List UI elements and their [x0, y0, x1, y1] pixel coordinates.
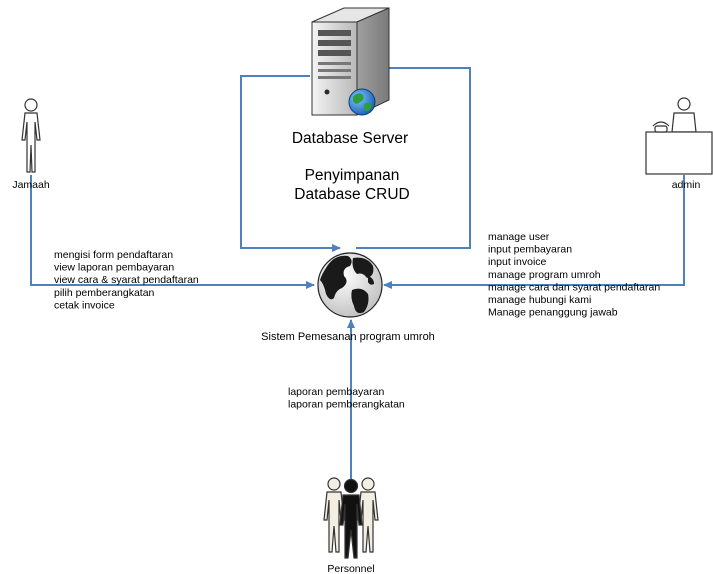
- system-label: Sistem Pemesanan program umroh: [261, 331, 435, 343]
- group-icon: [323, 477, 379, 559]
- admin-desk-icon: [645, 97, 713, 175]
- personnel-flows-item: laporan pemberangkatan: [288, 399, 405, 411]
- jamaah-connector: [30, 175, 315, 289]
- admin-flows-item: manage user: [488, 231, 550, 243]
- admin-flows-item: manage program umroh: [488, 269, 601, 281]
- admin-flows-item: input invoice: [488, 256, 547, 268]
- admin-flows-item: manage hubungi kami: [488, 294, 591, 306]
- admin-label: admin: [672, 179, 701, 191]
- globe-badge-icon: [348, 88, 376, 116]
- admin-connector: [383, 175, 685, 289]
- connectors: [30, 64, 685, 480]
- personnel-flows-item: laporan pembayaran: [288, 386, 384, 398]
- person-icon: [21, 98, 41, 173]
- admin-flows-item: manage cara dan syarat pendaftaran: [488, 281, 660, 293]
- jamaah-label: Jamaah: [12, 179, 50, 191]
- admin-flows-item: Manage penanggung jawab: [488, 307, 618, 319]
- jamaah-flows-item: view laporan pembayaran: [54, 262, 174, 274]
- jamaah-flows-item: pilih pemberangkatan: [54, 287, 155, 299]
- server-to-system-connector: [240, 75, 341, 252]
- jamaah-flows-item: cetak invoice: [54, 299, 115, 311]
- server-title: Database Server: [292, 130, 408, 147]
- personnel-label: Personnel: [327, 563, 374, 574]
- admin-flows-item: input pembayaran: [488, 244, 572, 256]
- server-subtitle-line1: Penyimpanan: [305, 167, 400, 184]
- jamaah-flows-item: view cara & syarat pendaftaran: [54, 274, 199, 286]
- jamaah-flows-item: mengisi form pendaftaran: [54, 249, 173, 261]
- server-icon: [311, 7, 390, 116]
- system-to-server-connector: [356, 64, 471, 249]
- server-subtitle-line2: Database CRUD: [294, 186, 409, 203]
- globe-icon: [317, 252, 383, 318]
